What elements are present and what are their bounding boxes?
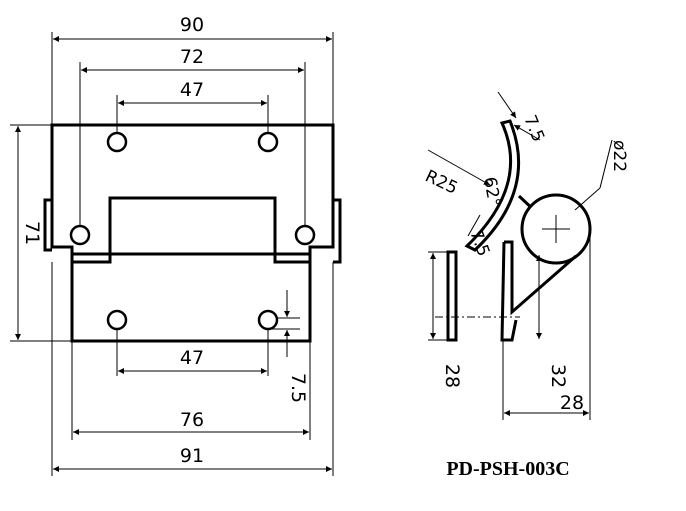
hole-mid-right [294, 224, 316, 246]
lower-plate-outline [70, 252, 312, 343]
dim-inner-holes-top: 47 [180, 79, 204, 101]
part-number: PD-PSH-003C [446, 458, 569, 480]
upper-leaf-outline [50, 123, 335, 264]
side-view: 7.5 ø22 R25 62° 7.5 28 32 28 [422, 91, 629, 420]
hole-top-right [257, 131, 279, 153]
curved-leaf [464, 119, 521, 252]
dim-span-right: 28 [560, 392, 584, 414]
hole-mid-left [69, 224, 91, 246]
right-tab [333, 198, 342, 264]
dim-span-left: 28 [441, 364, 463, 388]
hole-bottom-right [257, 309, 279, 331]
dim-plate-width: 76 [180, 409, 204, 431]
dim-hole-offset: 7.5 [287, 373, 309, 403]
dim-radius: R25 [422, 166, 461, 198]
dim-diameter: ø22 [609, 140, 629, 172]
dim-inner-holes-bottom: 47 [180, 347, 204, 369]
hole-bottom-left [106, 309, 128, 331]
dim-height: 71 [21, 221, 43, 245]
dim-offset: 7.5 [465, 227, 493, 259]
dim-angle: 62° [479, 175, 504, 208]
bracket [500, 240, 577, 342]
dim-overall-bottom: 91 [180, 445, 204, 467]
dim-overall-top: 90 [180, 14, 204, 36]
front-view: 90 72 47 71 47 7.5 76 91 [10, 14, 342, 476]
left-tab [43, 198, 52, 252]
hole-top-left [106, 131, 128, 153]
dimension-lines [15, 36, 332, 472]
dim-hole-pitch-top: 72 [180, 46, 204, 68]
left-plate [446, 250, 458, 342]
dim-height-right: 32 [547, 364, 569, 388]
dim-thickness: 7.5 [519, 112, 548, 145]
extension-lines [10, 32, 334, 476]
side-dimension-lines [427, 91, 613, 420]
